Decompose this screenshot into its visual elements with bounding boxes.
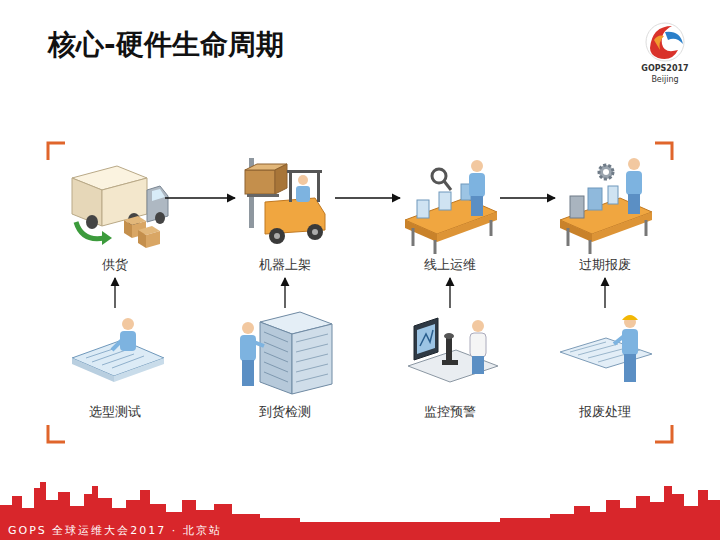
- truck-icon: [72, 166, 168, 248]
- lifecycle-step: 过期报废: [555, 150, 655, 278]
- step-caption: 监控预警: [422, 403, 478, 421]
- logo-text: Beijing: [638, 75, 692, 84]
- flow-arrow: [500, 197, 555, 198]
- lifecycle-step: 机器上架: [235, 150, 335, 278]
- step-caption: 到货检测: [257, 403, 313, 421]
- conveyor-scrap-icon: [560, 158, 652, 254]
- lifecycle-step: 线上运维: [400, 150, 500, 278]
- lifecycle-step: 到货检测: [235, 308, 335, 425]
- flow-arrow: [604, 278, 605, 308]
- lifecycle-step: 供货: [65, 150, 165, 278]
- flow-arrow: [335, 197, 400, 198]
- flow-arrow: [449, 278, 450, 308]
- step-caption: 报废处理: [577, 403, 633, 421]
- monitor-microscope-icon: [408, 318, 498, 382]
- step-caption: 机器上架: [257, 256, 313, 274]
- lifecycle-step: 报废处理: [555, 308, 655, 425]
- server-rack-icon: [240, 312, 332, 394]
- step-caption: 过期报废: [577, 256, 633, 274]
- logo-text: GOPS2017: [638, 64, 692, 73]
- forklift-icon: [245, 158, 325, 244]
- lifecycle-step: 选型测试: [65, 308, 165, 425]
- flow-arrow: [165, 197, 235, 198]
- logo: [646, 23, 684, 61]
- step-caption: 供货: [100, 256, 130, 274]
- city-skyline: [0, 482, 720, 540]
- lifecycle-step: 监控预警: [400, 308, 500, 425]
- corner-brackets: [48, 143, 672, 442]
- blueprint-worker-icon: [560, 315, 652, 382]
- step-caption: 选型测试: [87, 403, 143, 421]
- flow-arrow: [284, 278, 285, 308]
- step-caption: 线上运维: [422, 256, 478, 274]
- flow-arrow: [114, 278, 115, 308]
- diagram-title: 核心-硬件生命周期: [48, 26, 284, 64]
- footer-text: GOPS 全球运维大会2017 · 北京站: [8, 523, 308, 538]
- conveyor-inspection-icon: [405, 160, 497, 254]
- desk-plan-icon: [72, 318, 164, 382]
